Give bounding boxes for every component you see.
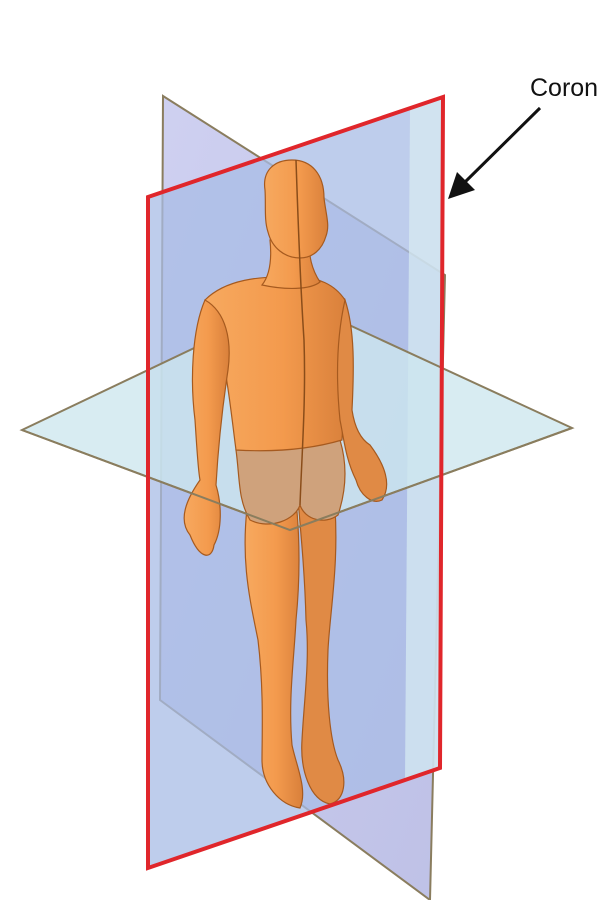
left-leg [244, 499, 304, 809]
head [264, 159, 329, 259]
label-arrow-shaft [460, 106, 542, 187]
transverse-plane-front-edge [21, 427, 573, 532]
body-midline [295, 159, 306, 506]
label-arrow-head [448, 172, 475, 199]
coronal-plane-highlight-outline [146, 94, 446, 871]
left-arm [183, 299, 230, 556]
coronal-plane-label: Coron [530, 74, 598, 102]
pelvis [235, 439, 346, 525]
right-arm [336, 297, 388, 502]
human-figure [183, 159, 388, 809]
